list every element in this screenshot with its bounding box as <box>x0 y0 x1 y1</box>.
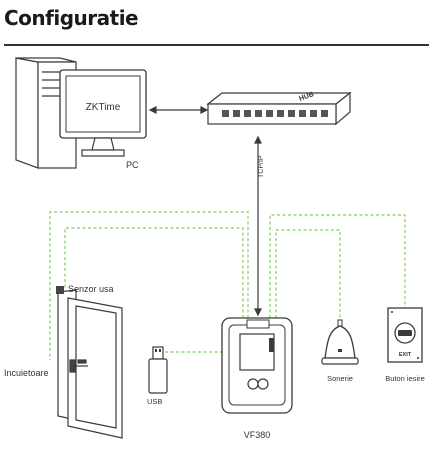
vf380-device <box>221 317 293 414</box>
title-divider <box>4 44 429 46</box>
page-title: Configuratie <box>4 6 139 30</box>
tcpip-label: TCP/IP <box>258 155 265 178</box>
door-sensor-icon <box>56 286 64 294</box>
exit-button-wire <box>269 214 406 318</box>
pc-tower <box>15 57 77 169</box>
door <box>57 289 123 439</box>
wiring-lines <box>49 211 406 360</box>
bell-icon <box>321 319 359 365</box>
arrow-right-icon <box>200 106 209 114</box>
arrow-left-icon <box>148 106 157 114</box>
pc-label: PC <box>126 160 139 170</box>
arrow-up-icon <box>254 135 262 144</box>
door-sensor-label: Senzor usa <box>68 284 114 294</box>
exit-text: EXIT <box>399 352 412 358</box>
lock-wire <box>49 211 249 360</box>
exit-button-icon <box>387 307 423 363</box>
network-hub <box>206 91 352 126</box>
bell-label: Sonerie <box>327 374 353 383</box>
device-button-icon <box>247 378 259 390</box>
hub-label: HUB <box>298 91 315 103</box>
bell-wire <box>275 229 341 322</box>
device-label: VF380 <box>244 430 271 440</box>
door-sensor-wire <box>64 227 244 318</box>
hub-ports <box>222 110 328 117</box>
pc-monitor <box>59 69 147 157</box>
device-button-icon <box>257 378 269 390</box>
exit-button-label: Buton iesire <box>385 374 425 383</box>
lock-label: Incuietoare <box>4 368 49 378</box>
arrow-down-icon <box>254 308 262 317</box>
usb-label: USB <box>147 397 162 406</box>
network-links <box>148 106 262 317</box>
usb-stick-icon <box>148 346 168 394</box>
monitor-screen-label: ZKTime <box>86 102 121 113</box>
